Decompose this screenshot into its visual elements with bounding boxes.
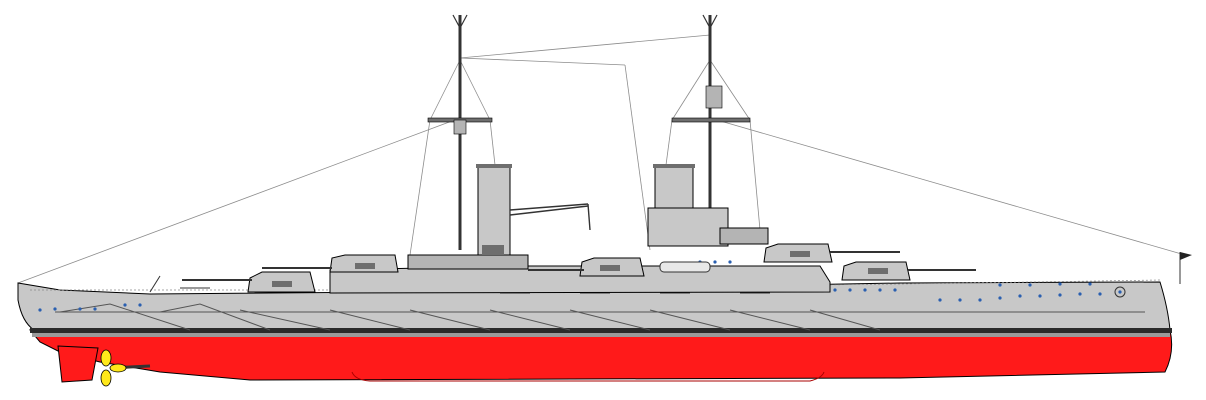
aft-searchlight — [482, 245, 504, 255]
ships-boat — [659, 261, 711, 273]
rudder — [57, 345, 99, 383]
turret-d-forward — [763, 243, 900, 263]
rigging-stay-main — [459, 34, 711, 59]
rigging-line-1 — [459, 57, 626, 66]
anchor-icon — [1114, 286, 1126, 298]
hull-red-underwater — [28, 329, 1173, 381]
rigging-stay-bow — [709, 117, 1186, 256]
rigging-line-7 — [429, 59, 461, 121]
stern-flagstaff — [149, 275, 161, 293]
naval-ensign-icon — [1180, 252, 1192, 260]
boat-crane — [509, 203, 591, 231]
rigging-line-2 — [624, 64, 651, 251]
rigging-line-9 — [671, 59, 711, 121]
rigging-stay-stern — [17, 117, 461, 284]
aft-bridge-block — [407, 254, 529, 270]
waterline-stripe — [30, 328, 1172, 333]
conning-tower — [647, 207, 729, 247]
turret-c-center — [528, 257, 645, 277]
boot-topping — [32, 333, 1170, 337]
rigging-line-8 — [459, 59, 491, 121]
aft-funnel-cap — [476, 164, 512, 168]
turret-e-bow — [841, 261, 976, 281]
bilge-keel — [351, 371, 825, 382]
aft-mast — [427, 14, 493, 250]
fore-mast — [671, 14, 751, 215]
hull-grey-upper — [17, 281, 1171, 331]
armour-belt — [55, 303, 1145, 331]
rigging-line-3 — [409, 119, 431, 256]
turret-b-aft — [262, 254, 399, 273]
rigging-line-6 — [749, 119, 761, 231]
bridge-platform — [719, 227, 769, 245]
rigging-lines — [17, 34, 1186, 284]
turret-a-stern — [182, 271, 316, 293]
propeller-icon — [100, 349, 127, 387]
fore-funnel-cap — [653, 164, 695, 168]
rigging-line-10 — [709, 59, 751, 121]
